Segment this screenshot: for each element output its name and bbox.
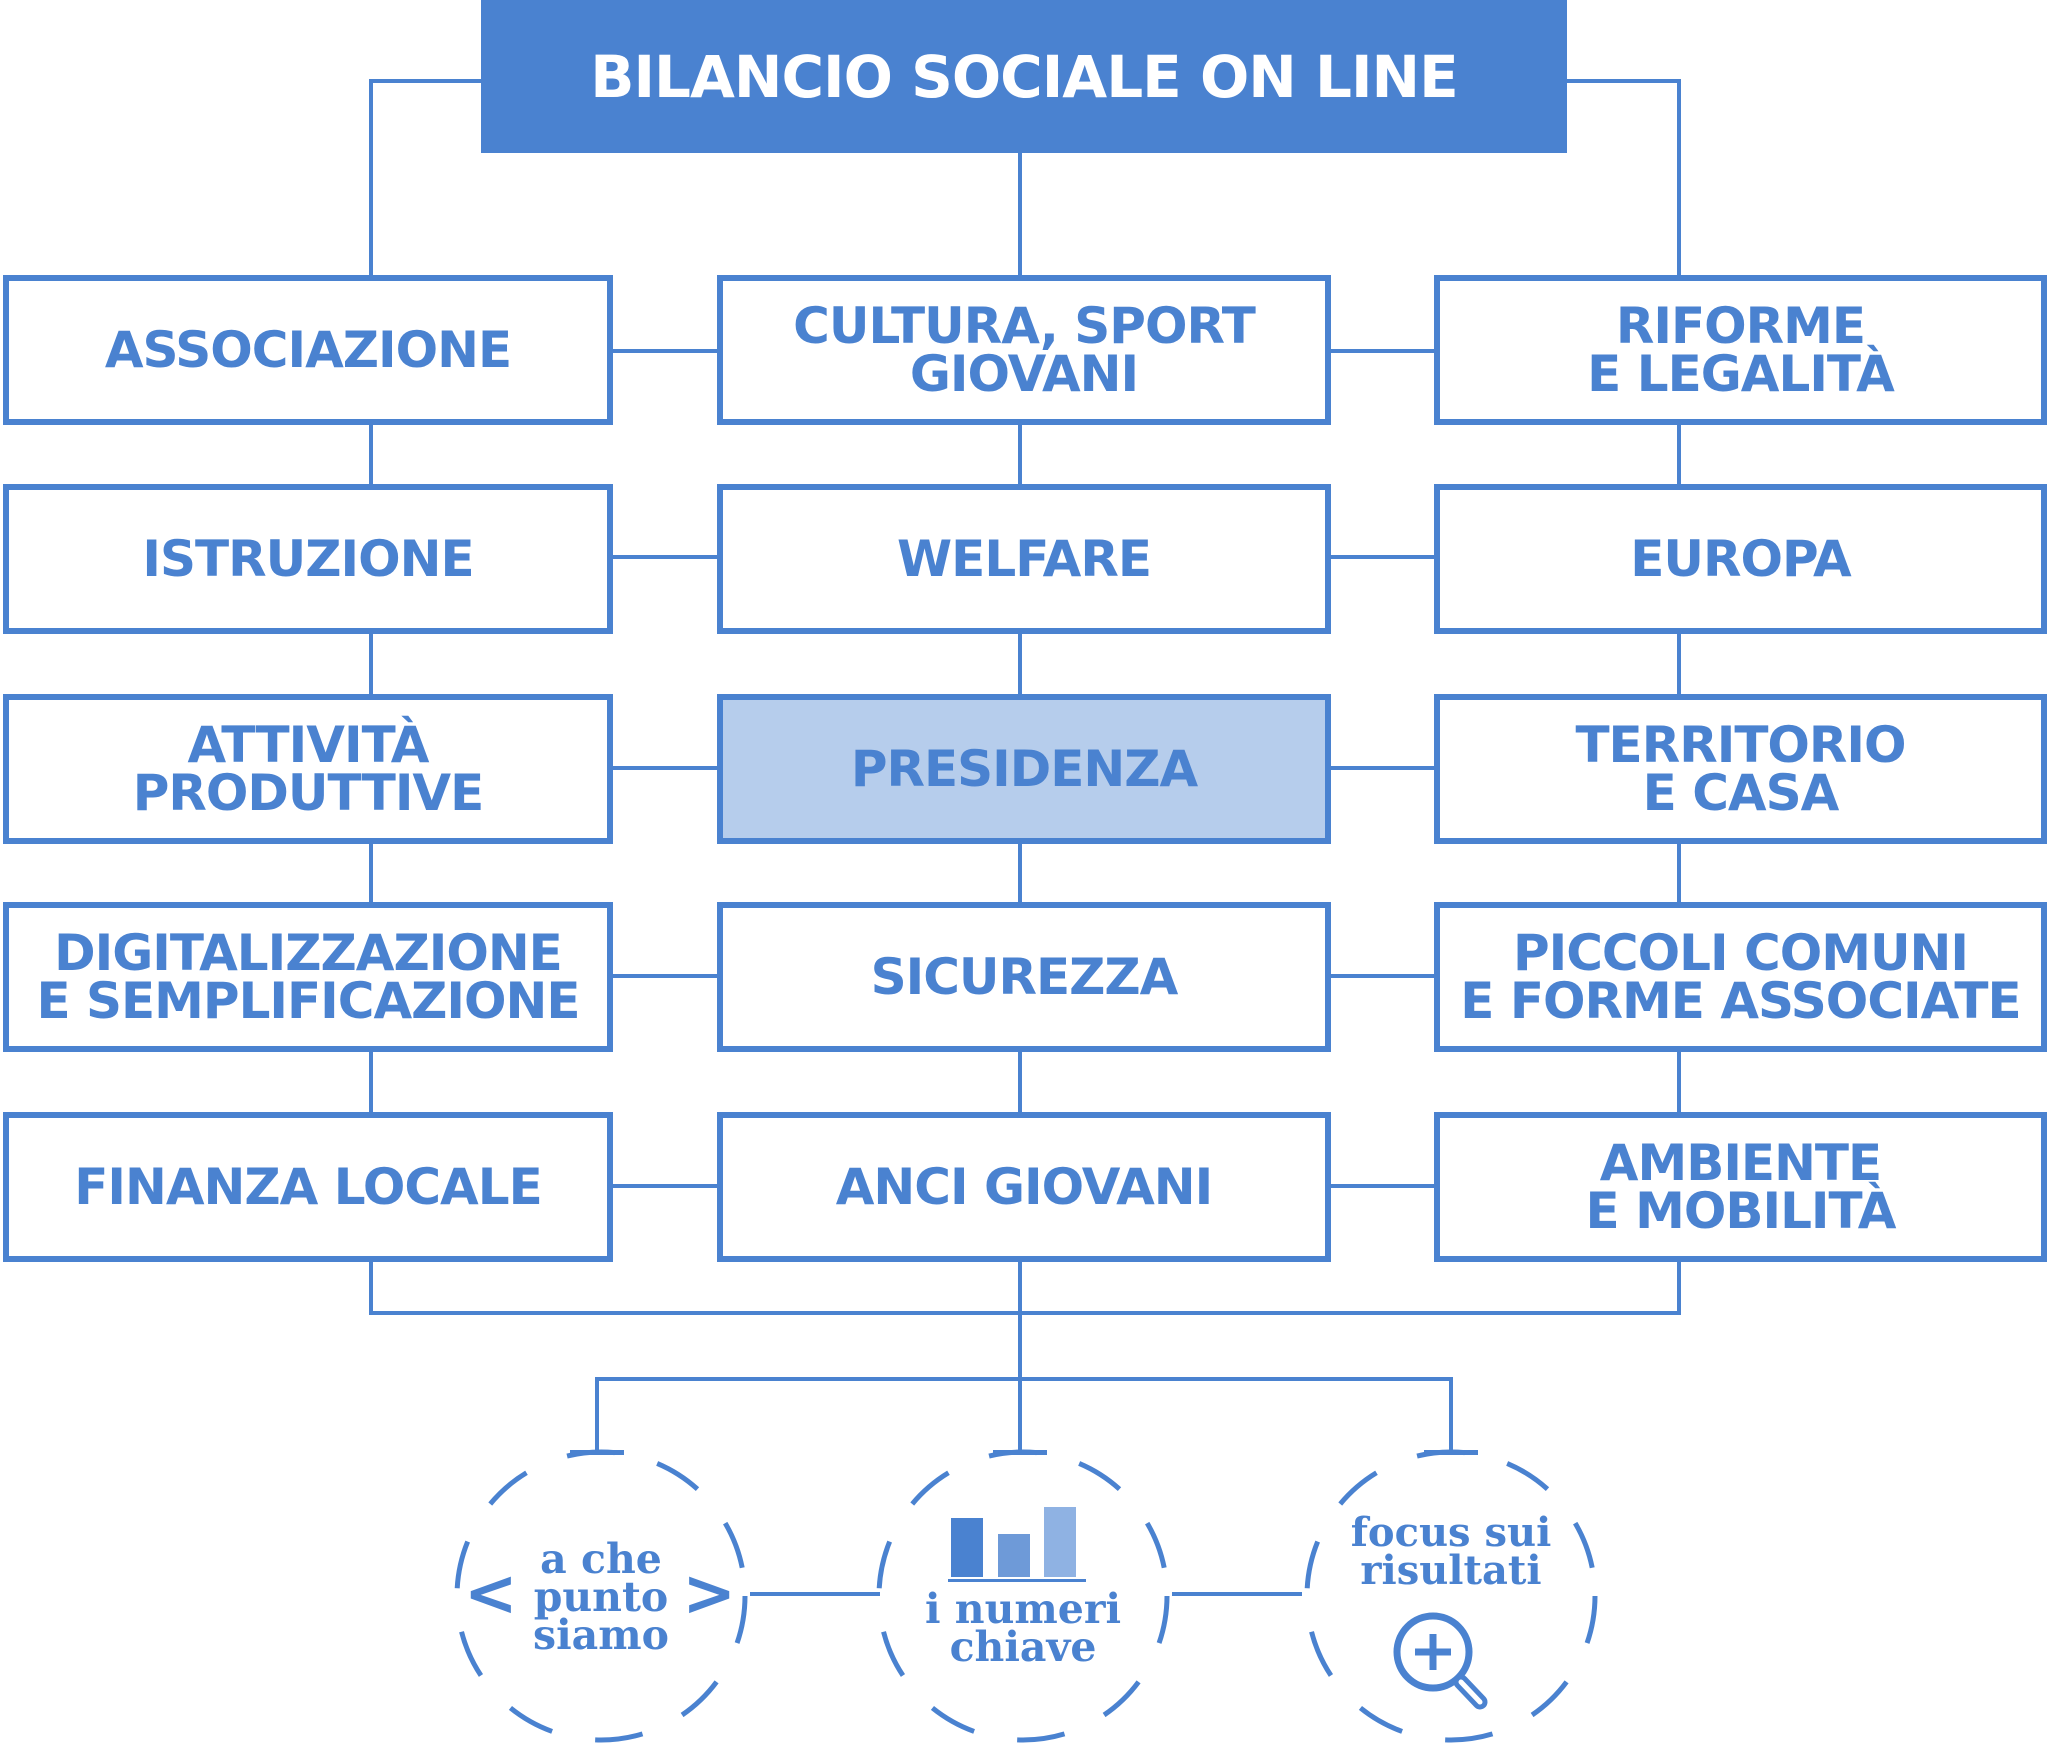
bar-chart-icon (948, 1507, 1086, 1582)
chevron-left-icon: < (464, 1557, 518, 1631)
node-europa[interactable]: EUROPA (1434, 484, 2047, 634)
node-istruzione[interactable]: ISTRUZIONE (3, 484, 613, 634)
line-h-row5-left (610, 1184, 720, 1188)
node-presidenza[interactable]: PRESIDENZA (717, 694, 1331, 844)
dashed-circle-icon (454, 1449, 748, 1743)
line-branch-left (595, 1377, 599, 1452)
link-circle-1-2 (750, 1592, 880, 1596)
line-branch-center (1018, 1377, 1022, 1452)
node-finanza-locale[interactable]: FINANZA LOCALE (3, 1112, 613, 1262)
node-attivita-produttive[interactable]: ATTIVITÀ PRODUTTIVE (3, 694, 613, 844)
line-branch-right (1449, 1377, 1453, 1452)
dashed-circle-icon (1304, 1449, 1598, 1743)
node-ambiente-mobilita[interactable]: AMBIENTE E MOBILITÀ (1434, 1112, 2047, 1262)
diagram-title: BILANCIO SOCIALE ON LINE (481, 0, 1567, 153)
circle-focus-sui-risultati[interactable]: focus sui risultati (1302, 1448, 1600, 1746)
line-top-left (369, 79, 481, 83)
line-bottom-join (369, 1311, 1681, 1315)
node-piccoli-comuni[interactable]: PICCOLI COMUNI E FORME ASSOCIATE (1434, 902, 2047, 1052)
line-h-row2-right (1328, 555, 1438, 559)
line-h-row1-right (1328, 349, 1438, 353)
node-anci-giovani[interactable]: ANCI GIOVANI (717, 1112, 1331, 1262)
node-cultura-sport-giovani[interactable]: CULTURA, SPORT GIOVANI (717, 275, 1331, 425)
circle-label-numeri-chiave: i numeri chiave (924, 1585, 1122, 1671)
node-digitalizzazione[interactable]: DIGITALIZZAZIONE E SEMPLIFICAZIONE (3, 902, 613, 1052)
node-welfare[interactable]: WELFARE (717, 484, 1331, 634)
node-associazione[interactable]: ASSOCIAZIONE (3, 275, 613, 425)
node-territorio-casa[interactable]: TERRITORIO E CASA (1434, 694, 2047, 844)
line-branch-bar (595, 1377, 1453, 1381)
line-h-row3-left (610, 766, 720, 770)
line-top-right (1567, 79, 1681, 83)
node-sicurezza[interactable]: SICUREZZA (717, 902, 1331, 1052)
link-circle-2-3 (1172, 1592, 1302, 1596)
circle-label-focus: focus sui risultati (1350, 1509, 1552, 1594)
line-h-row3-right (1328, 766, 1438, 770)
line-h-row4-right (1328, 974, 1438, 978)
line-h-row1-left (610, 349, 720, 353)
magnifier-plus-icon (1393, 1612, 1488, 1710)
dashed-circle-icon (876, 1449, 1170, 1743)
line-h-row4-left (610, 974, 720, 978)
line-h-row5-right (1328, 1184, 1438, 1188)
circle-i-numeri-chiave[interactable]: i numeri chiave (874, 1448, 1172, 1746)
node-riforme-legalita[interactable]: RIFORME E LEGALITÀ (1434, 275, 2047, 425)
line-h-row2-left (610, 555, 720, 559)
circle-a-che-punto-siamo[interactable]: < > a che punto siamo (452, 1448, 750, 1746)
chevron-right-icon: > (682, 1557, 736, 1631)
circle-label-a-che-punto: a che punto siamo (533, 1535, 669, 1659)
